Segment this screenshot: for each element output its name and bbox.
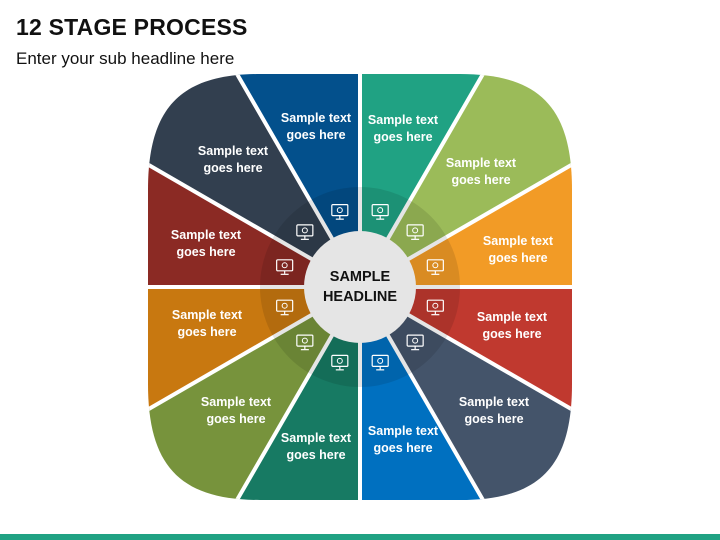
segment-10-label: Sample text goes here — [151, 227, 261, 261]
segment-8-label: Sample text goes here — [181, 394, 291, 428]
segment-4 — [360, 287, 572, 487]
segment-label-line1: Sample text — [476, 310, 548, 324]
segment-divider — [358, 285, 572, 489]
segment-divider — [358, 85, 572, 289]
segment-divider — [358, 74, 562, 289]
center-headline-line2: HEADLINE — [322, 289, 398, 305]
segment-9-label: Sample text goes here — [152, 307, 262, 341]
server-network-icon — [296, 334, 314, 351]
segment-label-line1: Sample text — [458, 395, 530, 409]
segment-label-line1: Sample text — [171, 308, 243, 322]
segment-5-label: Sample text goes here — [439, 394, 549, 428]
bottom-accent-bar — [0, 534, 720, 540]
gear-chart-icon — [276, 259, 294, 275]
segment-label-line2: goes here — [203, 161, 263, 175]
cloud-upload-icon — [331, 354, 349, 371]
segment-1 — [360, 74, 560, 287]
segment-label-line2: goes here — [286, 128, 346, 142]
segment-label-line2: goes here — [206, 412, 266, 426]
segment-9 — [148, 287, 360, 487]
segment-6-label: Sample text goes here — [348, 423, 458, 457]
segment-divider — [358, 285, 562, 500]
segment-label-line2: goes here — [177, 325, 237, 339]
segment-4-label: Sample text goes here — [457, 309, 567, 343]
segment-label-line1: Sample text — [367, 424, 439, 438]
segment-label-line2: goes here — [451, 173, 511, 187]
segment-11 — [148, 74, 360, 287]
segment-2 — [360, 74, 572, 287]
segment-label-line1: Sample text — [200, 395, 272, 409]
center-circle — [304, 231, 416, 343]
segment-8 — [148, 287, 360, 500]
segment-7-label: Sample text goes here — [261, 430, 371, 464]
segment-7 — [160, 287, 360, 500]
documents-icon — [331, 204, 349, 220]
segment-11-label: Sample text goes here — [178, 143, 288, 177]
segment-6 — [360, 287, 560, 500]
segment-label-line2: goes here — [373, 130, 433, 144]
segment-label-line1: Sample text — [482, 234, 554, 248]
team-growth-icon — [426, 259, 444, 275]
segment-label-line2: goes here — [464, 412, 524, 426]
gears-icon — [371, 354, 389, 371]
segment-2-label: Sample text goes here — [426, 155, 536, 189]
monitor-settings-icon — [371, 204, 389, 220]
segment-label-line2: goes here — [482, 327, 542, 341]
network-nodes-icon — [406, 334, 424, 351]
segment-label-line1: Sample text — [280, 111, 352, 125]
segment-label-line2: goes here — [286, 448, 346, 462]
segment-label-line2: goes here — [488, 251, 548, 265]
segment-label-line1: Sample text — [367, 113, 439, 127]
segment-3 — [360, 87, 572, 287]
segment-divider — [158, 74, 362, 289]
segment-divider — [148, 85, 361, 289]
center-headline: SAMPLE HEADLINE — [310, 267, 410, 307]
monitor-target-icon — [426, 299, 444, 316]
page-title: 12 STAGE PROCESS — [16, 14, 248, 40]
segment-12-label: Sample text goes here — [261, 110, 371, 144]
segment-12 — [160, 74, 360, 287]
segment-1-label: Sample text goes here — [348, 112, 458, 146]
team-cycle-icon — [406, 224, 424, 240]
segment-divider — [158, 285, 362, 500]
segment-label-line1: Sample text — [197, 144, 269, 158]
segment-label-line1: Sample text — [170, 228, 242, 242]
segment-divider — [148, 285, 361, 489]
page-subtitle: Enter your sub headline here — [16, 49, 235, 68]
segment-3-label: Sample text goes here — [463, 233, 573, 267]
monitor-cube-icon — [296, 224, 314, 240]
segment-5 — [360, 287, 572, 500]
report-chart-icon — [276, 299, 294, 316]
segment-label-line1: Sample text — [445, 156, 517, 170]
segment-label-line1: Sample text — [280, 431, 352, 445]
segment-label-line2: goes here — [373, 441, 433, 455]
segment-10 — [148, 87, 360, 287]
center-headline-line1: SAMPLE — [329, 269, 391, 285]
segment-label-line2: goes here — [176, 245, 236, 259]
